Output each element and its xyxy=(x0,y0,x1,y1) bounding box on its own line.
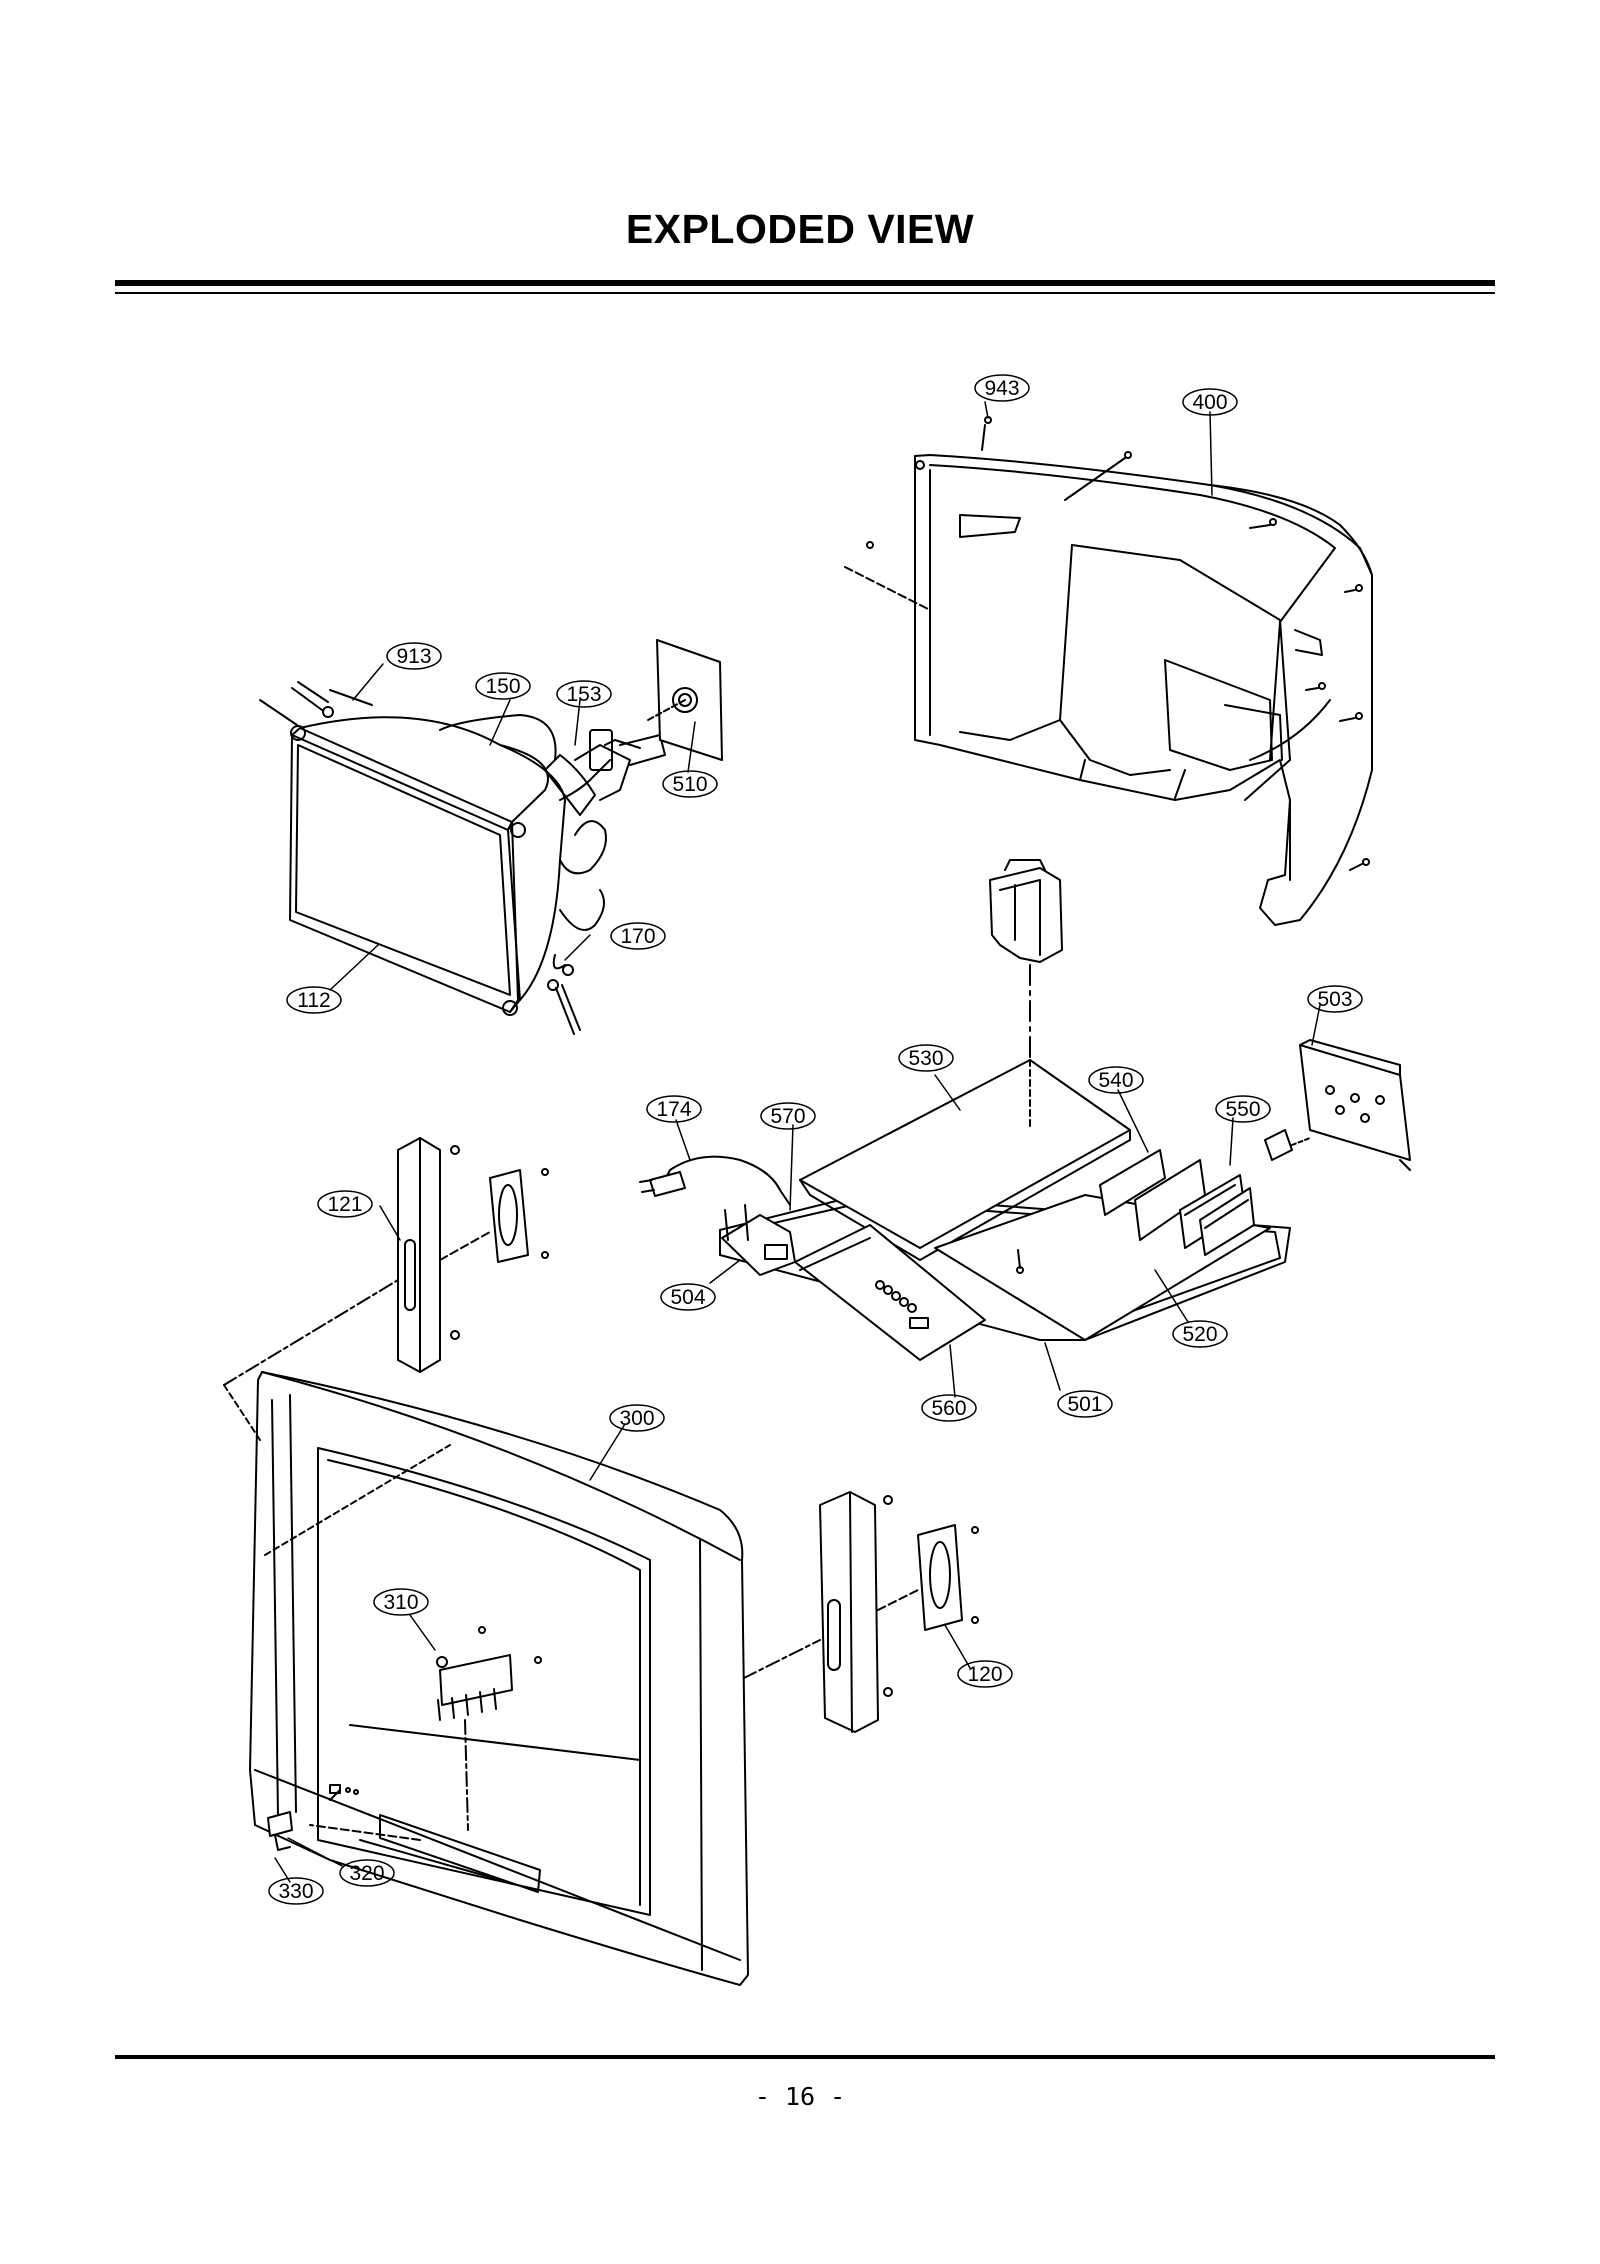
svg-text:913: 913 xyxy=(396,645,431,668)
callout-112: 112 xyxy=(286,986,342,1014)
callout-400: 400 xyxy=(1182,388,1238,416)
page-title: EXPLODED VIEW xyxy=(625,206,975,252)
speaker-right xyxy=(719,1491,979,1733)
svg-text:310: 310 xyxy=(383,1591,418,1614)
callout-913: 913 xyxy=(386,642,442,670)
svg-text:174: 174 xyxy=(656,1098,691,1121)
callout-501: 501 xyxy=(1057,1390,1113,1418)
callout-310: 310 xyxy=(373,1588,429,1616)
callout-504: 504 xyxy=(660,1283,716,1311)
callout-503: 503 xyxy=(1307,985,1363,1013)
svg-text:170: 170 xyxy=(620,925,655,948)
callout-943: 943 xyxy=(974,374,1030,402)
callout-550: 550 xyxy=(1215,1095,1271,1123)
callout-540: 540 xyxy=(1088,1066,1144,1094)
callout-121: 121 xyxy=(317,1190,373,1218)
svg-text:153: 153 xyxy=(566,683,601,706)
svg-text:150: 150 xyxy=(485,675,520,698)
svg-text:570: 570 xyxy=(770,1105,805,1128)
svg-text:550: 550 xyxy=(1225,1098,1260,1121)
flyback-transformer xyxy=(989,859,1063,1081)
title-rule-thick xyxy=(115,280,1495,286)
picture-tube xyxy=(259,681,666,1035)
callout-170: 170 xyxy=(610,922,666,950)
title-rule-thin xyxy=(115,292,1495,294)
callout-560: 560 xyxy=(921,1394,977,1422)
svg-text:501: 501 xyxy=(1067,1393,1102,1416)
callout-120: 120 xyxy=(957,1660,1013,1688)
svg-text:330: 330 xyxy=(278,1880,313,1903)
svg-text:510: 510 xyxy=(672,773,707,796)
callout-153: 153 xyxy=(556,680,612,708)
callout-150: 150 xyxy=(475,672,531,700)
svg-text:530: 530 xyxy=(908,1047,943,1070)
crt-socket-board xyxy=(647,639,723,761)
svg-text:520: 520 xyxy=(1182,1323,1217,1346)
footer-rule xyxy=(115,2055,1495,2059)
callout-530: 530 xyxy=(898,1044,954,1072)
callout-320: 320 xyxy=(339,1859,395,1887)
svg-text:540: 540 xyxy=(1098,1069,1133,1092)
svg-text:121: 121 xyxy=(327,1193,362,1216)
svg-text:503: 503 xyxy=(1317,988,1352,1011)
svg-text:943: 943 xyxy=(984,377,1019,400)
svg-text:560: 560 xyxy=(931,1397,966,1420)
page-number: - 16 - xyxy=(754,2082,846,2111)
callout-520: 520 xyxy=(1172,1320,1228,1348)
svg-text:300: 300 xyxy=(619,1407,654,1430)
callout-174: 174 xyxy=(646,1095,702,1123)
callout-510: 510 xyxy=(662,770,718,798)
svg-text:120: 120 xyxy=(967,1663,1002,1686)
svg-text:320: 320 xyxy=(349,1862,384,1885)
svg-text:112: 112 xyxy=(297,989,330,1012)
speaker-left xyxy=(223,1137,549,1386)
back-cover xyxy=(844,416,1373,926)
svg-text:504: 504 xyxy=(670,1286,705,1309)
callout-leaders xyxy=(274,401,1321,1883)
front-cabinet xyxy=(223,1371,749,1986)
callout-300: 300 xyxy=(609,1404,665,1432)
callout-330: 330 xyxy=(268,1877,324,1905)
callout-570: 570 xyxy=(760,1102,816,1130)
main-chassis xyxy=(639,1039,1411,1361)
svg-text:400: 400 xyxy=(1192,391,1227,414)
